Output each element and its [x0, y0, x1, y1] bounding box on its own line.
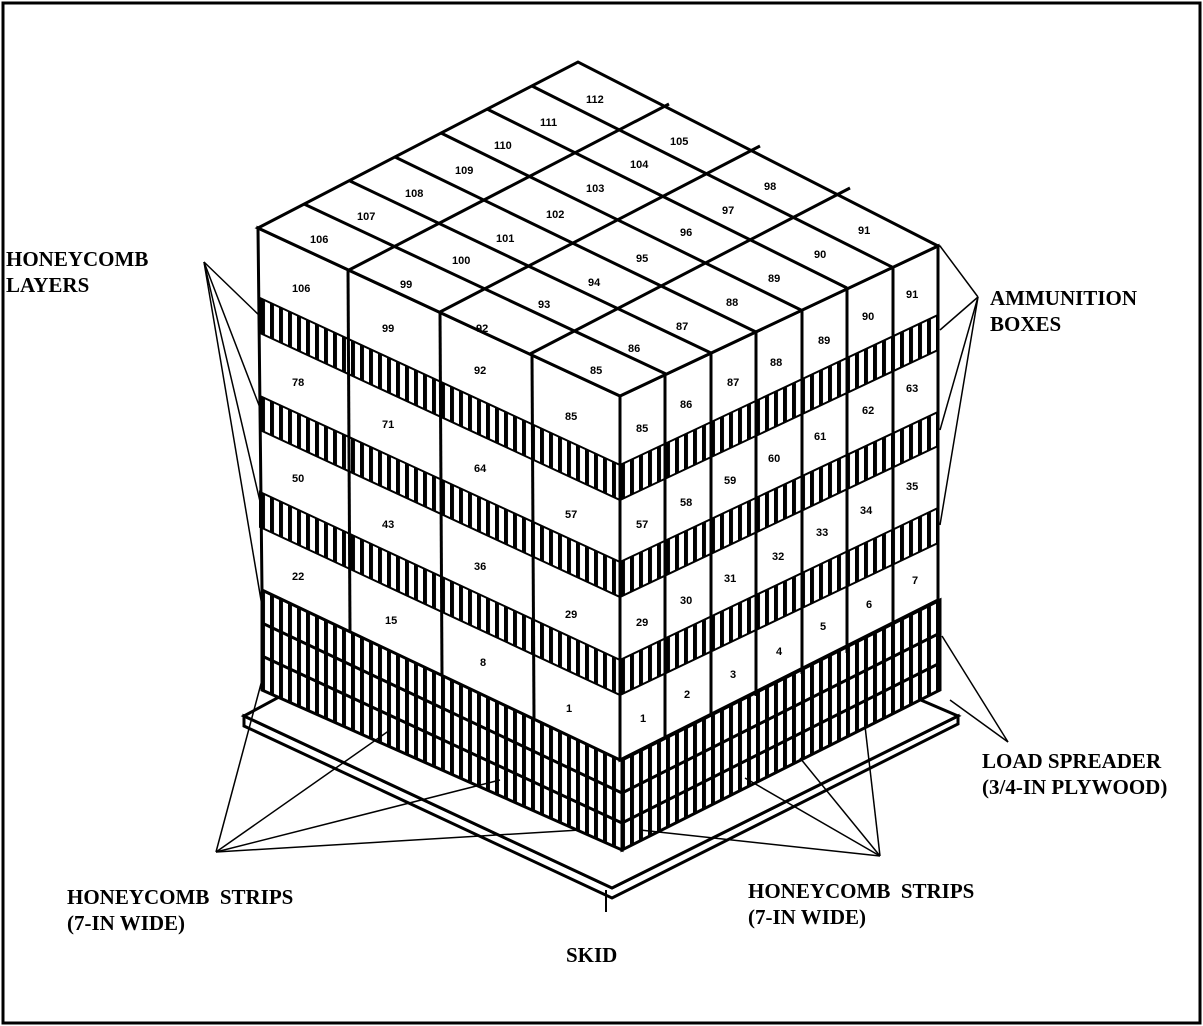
box-number: 96: [680, 227, 692, 239]
box-number: 88: [726, 297, 738, 309]
box-number: 106: [310, 234, 328, 246]
box-number: 5: [820, 621, 826, 633]
front-face: [256, 225, 622, 763]
box-number: 106: [292, 283, 310, 295]
box-number: 97: [722, 205, 734, 217]
box-number: 43: [382, 519, 394, 531]
label-honeycomb-strips-left: HONEYCOMB STRIPS (7-IN WIDE): [67, 885, 294, 935]
box-number: 7: [912, 575, 918, 587]
box-number: 107: [357, 211, 375, 223]
leader-lines: [203, 245, 1009, 857]
box-number: 1: [640, 713, 646, 725]
box-number: 111: [540, 117, 557, 129]
honeycomb-strips-bottom: [260, 587, 942, 853]
box-number: 102: [546, 209, 564, 221]
box-number: 94: [588, 277, 601, 289]
box-number: 86: [680, 399, 692, 411]
top-face: [254, 60, 942, 398]
box-number: 112: [586, 94, 604, 106]
box-number: 85: [565, 411, 577, 423]
box-number: 90: [862, 311, 874, 323]
box-number: 64: [474, 463, 487, 475]
box-number: 100: [452, 255, 470, 267]
box-numbers: 106 99 92 85 78 71 64 57 50 43 36 29 22 …: [292, 94, 918, 725]
box-number: 78: [292, 377, 304, 389]
box-number: 57: [565, 509, 577, 521]
box-number: 2: [684, 689, 690, 701]
box-number: 60: [768, 453, 780, 465]
box-number: 101: [496, 233, 514, 245]
box-number: 50: [292, 473, 304, 485]
box-number: 57: [636, 519, 648, 531]
box-number: 30: [680, 595, 692, 607]
box-number: 22: [292, 571, 304, 583]
box-number: 91: [858, 225, 870, 237]
box-number: 33: [816, 527, 828, 539]
box-number: 71: [382, 419, 394, 431]
box-number: 105: [670, 136, 688, 148]
box-number: 104: [630, 159, 649, 171]
box-number: 87: [676, 321, 688, 333]
box-number: 99: [382, 323, 394, 335]
box-number: 35: [906, 481, 918, 493]
label-skid: SKID: [566, 943, 618, 967]
box-number: 85: [590, 365, 602, 377]
box-number: 95: [636, 253, 648, 265]
box-number: 63: [906, 383, 918, 395]
box-number: 31: [724, 573, 736, 585]
box-number: 29: [565, 609, 577, 621]
box-number: 15: [385, 615, 397, 627]
box-number: 6: [866, 599, 872, 611]
box-number: 1: [566, 703, 572, 715]
box-number: 110: [494, 140, 512, 152]
label-load-spreader: LOAD SPREADER (3/4-IN PLYWOOD): [982, 749, 1168, 799]
box-number: 89: [768, 273, 780, 285]
box-number: 99: [400, 279, 412, 291]
box-number: 59: [724, 475, 736, 487]
label-honeycomb-strips-right: HONEYCOMB STRIPS (7-IN WIDE): [748, 879, 975, 929]
box-number: 86: [628, 343, 640, 355]
label-honeycomb-layers: HONEYCOMB LAYERS: [6, 247, 149, 297]
box-number: 92: [474, 365, 486, 377]
box-number: 109: [455, 165, 473, 177]
box-number: 3: [730, 669, 736, 681]
box-number: 92: [476, 323, 488, 335]
box-number: 91: [906, 289, 918, 301]
side-face: [618, 243, 940, 763]
box-number: 8: [480, 657, 486, 669]
box-number: 103: [586, 183, 604, 195]
box-number: 93: [538, 299, 550, 311]
box-number: 90: [814, 249, 826, 261]
box-number: 85: [636, 423, 648, 435]
box-number: 32: [772, 551, 784, 563]
box-number: 58: [680, 497, 692, 509]
box-number: 108: [405, 188, 423, 200]
box-number: 61: [814, 431, 826, 443]
box-number: 62: [862, 405, 874, 417]
box-number: 34: [860, 505, 873, 517]
box-number: 98: [764, 181, 776, 193]
box-number: 87: [727, 377, 739, 389]
box-number: 29: [636, 617, 648, 629]
label-ammunition-boxes: AMMUNITION BOXES: [990, 286, 1137, 336]
box-number: 36: [474, 561, 486, 573]
box-number: 4: [776, 646, 783, 658]
box-number: 89: [818, 335, 830, 347]
box-number: 88: [770, 357, 782, 369]
